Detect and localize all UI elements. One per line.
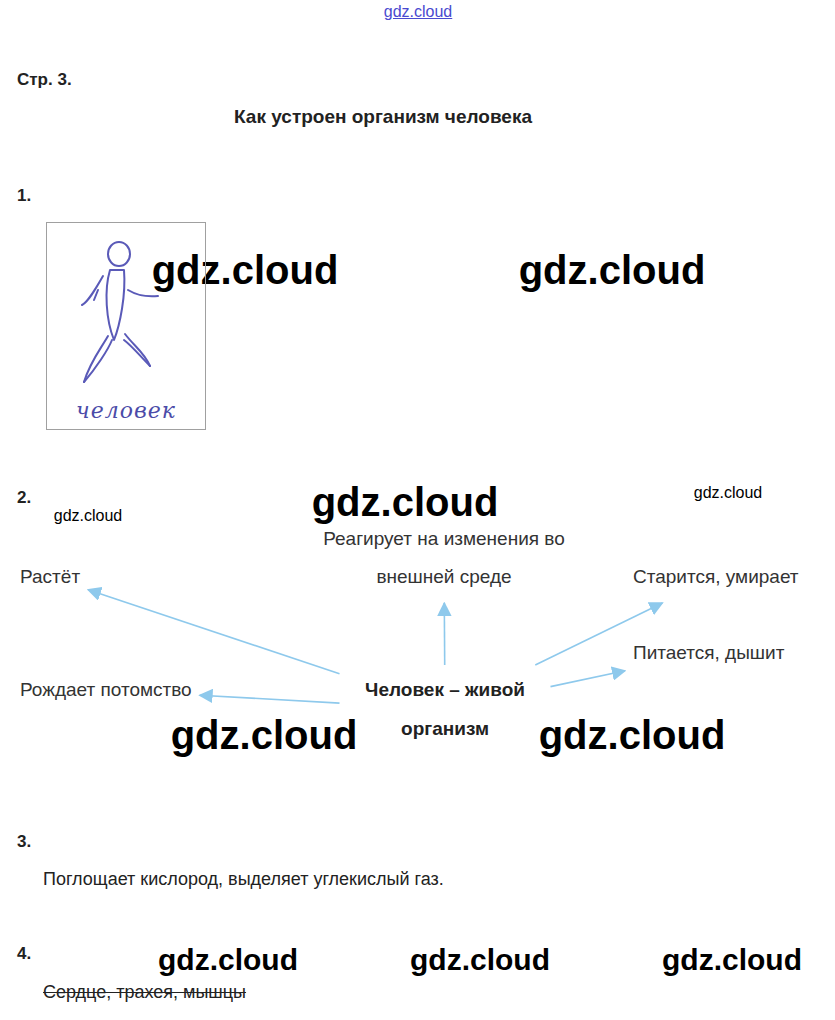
node-text: Человек – живой организм	[346, 670, 545, 748]
task-number: 1.	[17, 186, 31, 206]
arrow-connector	[88, 590, 339, 674]
page-title: Как устроен организм человека	[234, 106, 532, 128]
task-number: 4.	[17, 944, 31, 964]
property-box: Старится, умирает	[630, 556, 802, 598]
task-number: 3.	[17, 832, 31, 852]
arrow-connector	[443, 603, 445, 665]
watermark: gdz.cloud	[171, 713, 358, 758]
picture-frame: человек	[46, 222, 206, 430]
struck-answer: Сердце, трахея, мышцы	[43, 982, 246, 1003]
watermark: gdz.cloud	[694, 484, 763, 502]
property-box: Реагирует на изменения во внешней среде	[314, 518, 574, 598]
central-concept: Человек – живой организм	[343, 668, 548, 750]
stick-figure	[82, 242, 158, 382]
property-box: Рождает потомство	[17, 669, 195, 711]
watermark: gdz.cloud	[384, 3, 453, 21]
node-text: Рождает потомство	[20, 671, 192, 709]
watermark: gdz.cloud	[519, 248, 706, 293]
watermark: gdz.cloud	[662, 943, 802, 977]
arrow-connector	[200, 695, 340, 703]
node-text: Растёт	[20, 558, 80, 596]
watermark: gdz.cloud	[152, 248, 339, 293]
watermark: gdz.cloud	[54, 507, 123, 525]
task-number: 2.	[17, 488, 31, 508]
page-number: Стр. 3.	[17, 70, 72, 90]
answer-text: Поглощает кислород, выделяет углекислый …	[43, 869, 444, 890]
handwritten-caption: человек	[76, 398, 176, 423]
arrow-connector	[551, 671, 626, 687]
property-box: Растёт	[17, 556, 83, 598]
watermark: gdz.cloud	[539, 713, 726, 758]
node-text: Питается, дышит	[633, 634, 784, 672]
property-box: Питается, дышит	[630, 632, 787, 674]
watermark: gdz.cloud	[410, 943, 550, 977]
watermark: gdz.cloud	[158, 943, 298, 977]
node-text: Реагирует на изменения во внешней среде	[317, 520, 571, 596]
watermark: gdz.cloud	[312, 480, 499, 525]
node-text: Старится, умирает	[633, 558, 799, 596]
